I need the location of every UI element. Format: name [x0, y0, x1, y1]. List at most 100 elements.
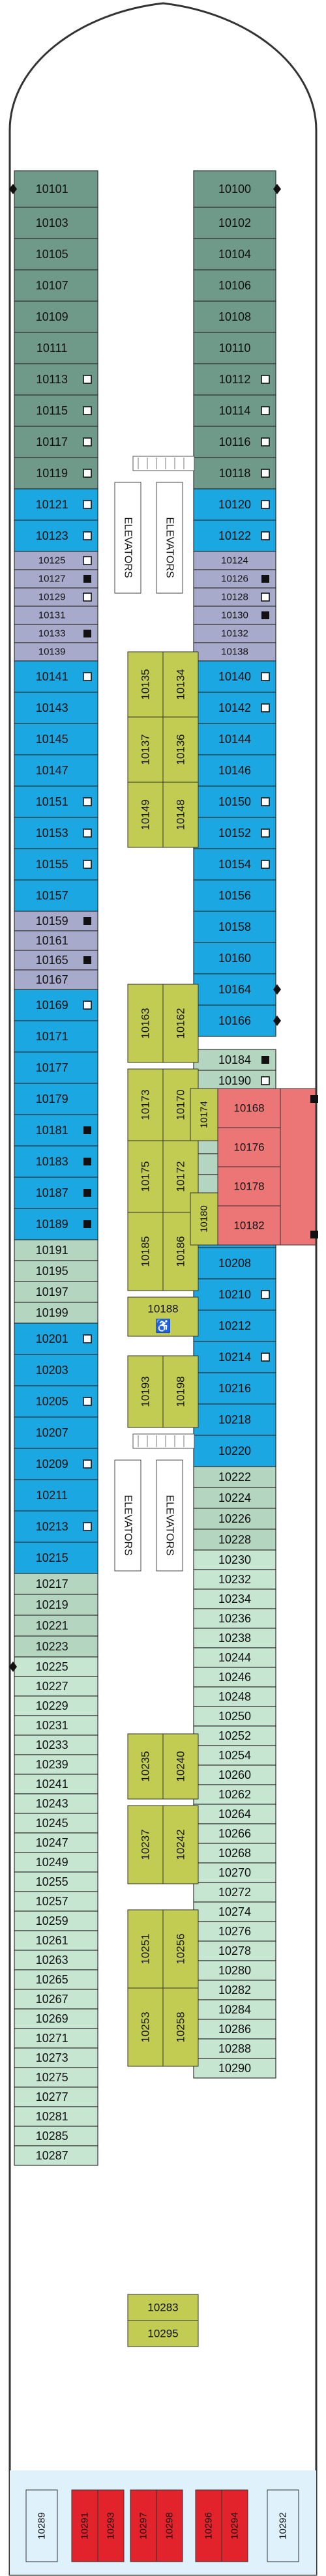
cabin-box[interactable]	[162, 782, 199, 848]
cabin-10264[interactable]: 10264	[193, 1804, 276, 1824]
cabin-10266[interactable]: 10266	[193, 1823, 276, 1844]
cabin-10227[interactable]: 10227	[14, 1676, 98, 1697]
cabin-10142[interactable]: 10142	[193, 692, 276, 724]
cabin-10288[interactable]: 10288	[193, 2038, 276, 2059]
cabin-box[interactable]	[14, 238, 98, 271]
cabin-box[interactable]	[162, 1805, 199, 1884]
cabin-10190[interactable]: 10190	[193, 1070, 276, 1092]
cabin-box[interactable]	[14, 969, 98, 990]
cabin-10203[interactable]: 10203	[14, 1354, 98, 1386]
cabin-10290[interactable]: 10290	[193, 2058, 276, 2079]
cabin-box[interactable]	[14, 300, 98, 333]
cabin-10255[interactable]: 10255	[14, 1871, 98, 1892]
cabin-10168[interactable]: 10168	[217, 1088, 281, 1128]
cabin-10201[interactable]: 10201	[14, 1323, 98, 1355]
cabin-10119[interactable]: 10119	[14, 457, 98, 490]
cabin-box[interactable]	[127, 1355, 164, 1428]
cabin-10104[interactable]: 10104	[193, 238, 276, 271]
cabin-box[interactable]	[162, 1733, 199, 1800]
cabin-box[interactable]	[14, 2028, 98, 2049]
cabin-10143[interactable]: 10143	[14, 692, 98, 724]
cabin-box[interactable]	[14, 2086, 98, 2107]
cabin-10165[interactable]: 10165	[14, 950, 98, 971]
cabin-box[interactable]	[193, 1784, 276, 1805]
cabin-10184[interactable]: 10184	[193, 1049, 276, 1071]
cabin-box[interactable]	[193, 1667, 276, 1688]
cabin-box[interactable]	[14, 606, 98, 625]
cabin-10283[interactable]: 10283	[127, 2294, 199, 2321]
cabin-box[interactable]	[217, 1127, 281, 1167]
cabin-10127[interactable]: 10127	[14, 569, 98, 589]
cabin-box[interactable]	[127, 1140, 164, 1213]
cabin-10270[interactable]: 10270	[193, 1862, 276, 1883]
cabin-10233[interactable]: 10233	[14, 1734, 98, 1755]
cabin-box[interactable]	[217, 1205, 281, 1246]
cabin-10207[interactable]: 10207	[14, 1416, 98, 1449]
cabin-box[interactable]	[193, 1980, 276, 2000]
cabin-box[interactable]	[162, 984, 199, 1063]
cabin-10106[interactable]: 10106	[193, 269, 276, 302]
cabin-10249[interactable]: 10249	[14, 1852, 98, 1873]
cabin-box[interactable]	[193, 1862, 276, 1883]
cabin-10281[interactable]: 10281	[14, 2106, 98, 2127]
cabin-box[interactable]	[14, 1676, 98, 1697]
cabin-box[interactable]	[267, 2489, 299, 2562]
cabin-10153[interactable]: 10153	[14, 817, 98, 849]
cabin-10123[interactable]: 10123	[14, 520, 98, 552]
cabin-box[interactable]	[193, 1608, 276, 1629]
cabin-box[interactable]	[14, 1754, 98, 1775]
cabin-10286[interactable]: 10286	[193, 2019, 276, 2040]
cabin-box[interactable]	[14, 1281, 98, 1303]
cabin-box[interactable]	[14, 879, 98, 912]
cabin-10154[interactable]: 10154	[193, 848, 276, 881]
cabin-box[interactable]	[14, 1774, 98, 1794]
cabin-box[interactable]	[14, 1542, 98, 1574]
cabin-box[interactable]	[14, 989, 98, 1021]
cabin-10160[interactable]: 10160	[193, 942, 276, 974]
cabin-10189[interactable]: 10189	[14, 1208, 98, 1240]
cabin-10195[interactable]: 10195	[14, 1260, 98, 1282]
cabin-box[interactable]	[14, 1832, 98, 1853]
cabin-box[interactable]	[193, 1588, 276, 1609]
cabin-10145[interactable]: 10145	[14, 723, 98, 755]
cabin-box[interactable]	[193, 1843, 276, 1864]
cabin-10245[interactable]: 10245	[14, 1813, 98, 1834]
cabin-box[interactable]	[14, 207, 98, 239]
cabin-box[interactable]	[25, 2489, 58, 2562]
cabin-box[interactable]	[217, 1088, 281, 1128]
cabin-box[interactable]	[193, 911, 276, 943]
cabin-10117[interactable]: 10117	[14, 426, 98, 458]
cabin-10229[interactable]: 10229	[14, 1695, 98, 1716]
cabin-10211[interactable]: 10211	[14, 1479, 98, 1512]
cabin-10208[interactable]: 10208	[193, 1247, 276, 1280]
cabin-10156[interactable]: 10156	[193, 879, 276, 912]
cabin-10205[interactable]: 10205	[14, 1385, 98, 1418]
cabin-box[interactable]	[193, 1764, 276, 1785]
cabin-10182[interactable]: 10182	[217, 1205, 281, 1246]
cabin-10231[interactable]: 10231	[14, 1715, 98, 1736]
cabin-10294[interactable]: 10294	[221, 2489, 248, 2562]
cabin-box[interactable]	[127, 782, 164, 848]
cabin-10125[interactable]: 10125	[14, 551, 98, 570]
cabin-10122[interactable]: 10122	[193, 520, 276, 552]
cabin-box[interactable]	[127, 651, 164, 718]
cabin-10291[interactable]: 10291	[71, 2489, 98, 2562]
cabin-box[interactable]	[14, 1969, 98, 1990]
cabin-box[interactable]	[14, 170, 98, 208]
cabin-box[interactable]	[193, 723, 276, 755]
cabin-10293[interactable]: 10293	[97, 2489, 125, 2562]
cabin-box[interactable]	[193, 332, 276, 364]
cabin-box[interactable]	[14, 1852, 98, 1873]
cabin-box[interactable]	[14, 2145, 98, 2166]
cabin-10129[interactable]: 10129	[14, 587, 98, 607]
cabin-10212[interactable]: 10212	[193, 1310, 276, 1342]
cabin-box[interactable]	[14, 692, 98, 724]
cabin-10259[interactable]: 10259	[14, 1910, 98, 1931]
cabin-10226[interactable]: 10226	[193, 1508, 276, 1530]
cabin-box[interactable]	[127, 1296, 199, 1337]
cabin-box[interactable]	[193, 1999, 276, 2020]
